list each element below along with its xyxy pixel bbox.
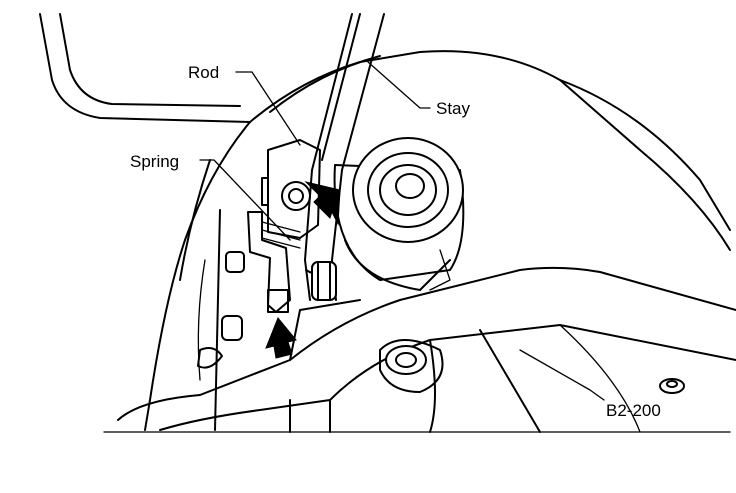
arrow-upper [304, 181, 341, 226]
figure-code: B2-200 [606, 401, 661, 420]
canister-unit [333, 137, 465, 291]
leader-lines [199, 61, 605, 401]
body-panel-outline [39, 13, 731, 251]
shift-lever [247, 211, 301, 313]
right-bolt [659, 378, 685, 394]
label-spring: Spring [130, 152, 179, 171]
left-frame [144, 121, 251, 431]
arrow-lower [265, 317, 297, 359]
label-rod: Rod [188, 63, 219, 82]
crossmember [117, 266, 736, 433]
label-stay: Stay [436, 99, 471, 118]
